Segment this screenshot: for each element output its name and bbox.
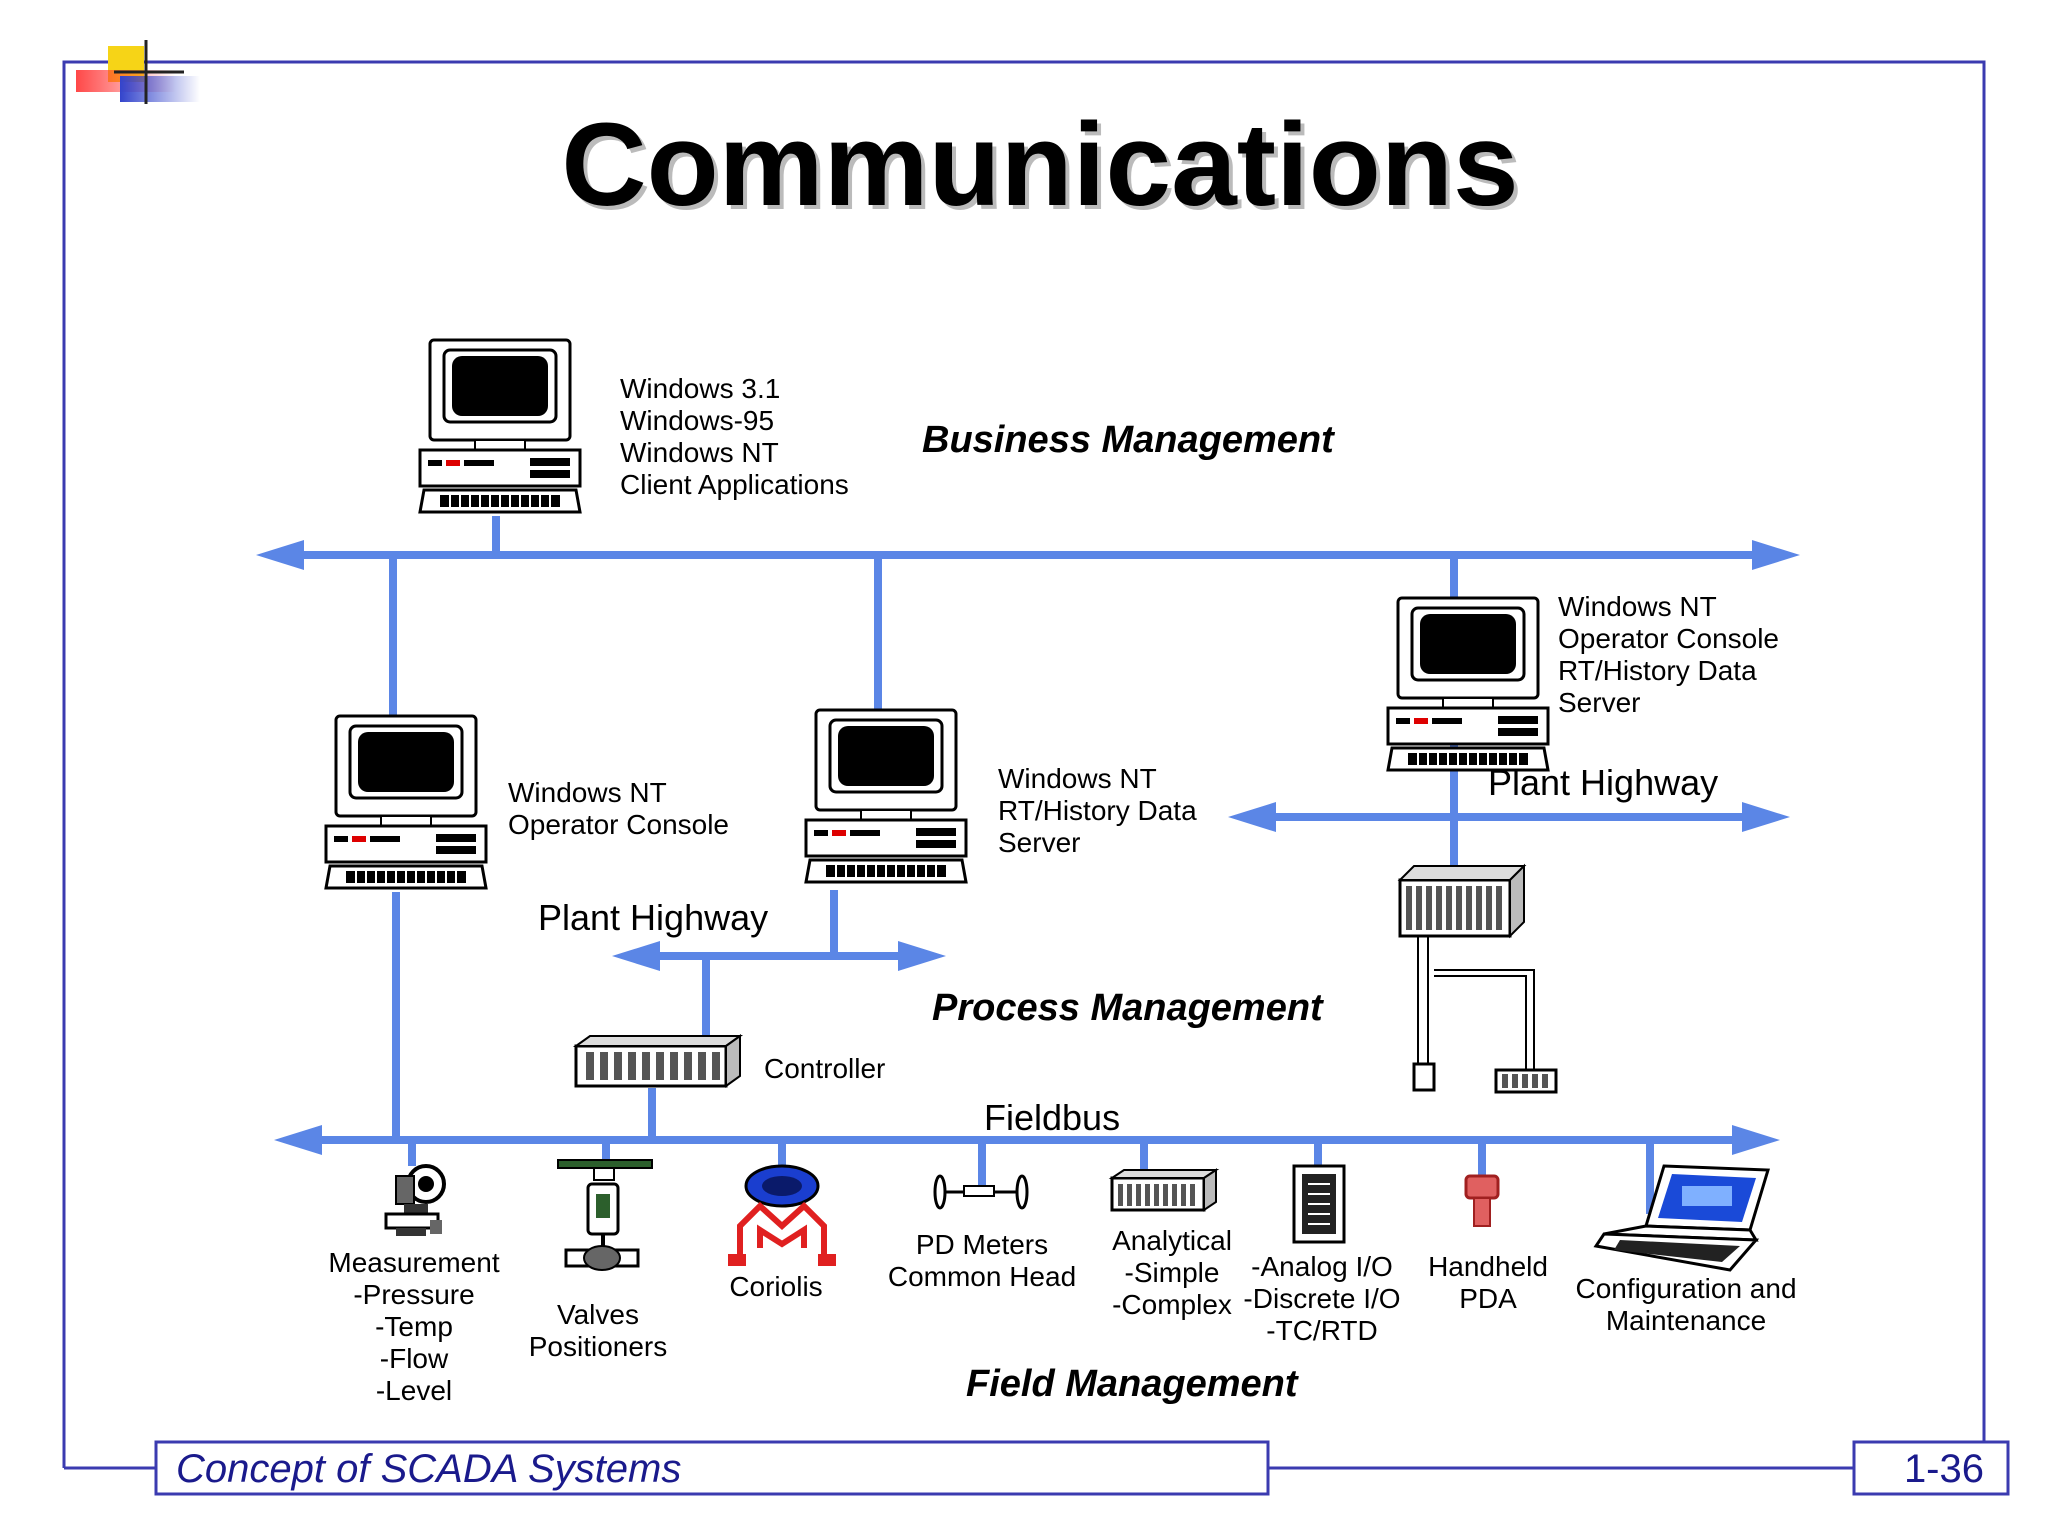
valves-label: Valves Positioners — [529, 1299, 668, 1362]
coriolis-meter-icon — [728, 1164, 836, 1266]
svg-text:-Complex: -Complex — [1112, 1289, 1232, 1320]
analytical-label: Analytical -Simple -Complex — [1112, 1225, 1232, 1320]
svg-text:Windows-95: Windows-95 — [620, 405, 774, 436]
measurement-label: Measurement -Pressure -Temp -Flow -Level — [328, 1247, 499, 1406]
valve-positioner-icon — [557, 1159, 653, 1271]
svg-text:-Simple: -Simple — [1125, 1257, 1220, 1288]
svg-text:Operator Console: Operator Console — [508, 809, 729, 840]
page-title: Communications — [561, 99, 1518, 231]
zone-field: Field Management — [966, 1363, 1299, 1405]
svg-text:Windows NT: Windows NT — [998, 763, 1157, 794]
svg-text:Windows NT: Windows NT — [1558, 591, 1717, 622]
svg-text:Windows 3.1: Windows 3.1 — [620, 373, 780, 404]
svg-text:Maintenance: Maintenance — [1606, 1305, 1766, 1336]
operator-console-pc: Windows NT Operator Console — [324, 714, 729, 890]
svg-text:Configuration and: Configuration and — [1575, 1273, 1796, 1304]
handheld-label: Handheld PDA — [1428, 1251, 1548, 1314]
zone-process: Process Management — [932, 987, 1324, 1029]
io-rack-right — [1397, 863, 1558, 1094]
laptop-icon — [1593, 1164, 1770, 1272]
zone-business: Business Management — [922, 419, 1335, 461]
combo-server-pc: Windows NT Operator Console RT/History D… — [1386, 591, 1779, 772]
fieldbus-label: Fieldbus — [984, 1097, 1120, 1138]
course-title: Concept of SCADA Systems — [176, 1447, 681, 1491]
svg-text:Handheld: Handheld — [1428, 1251, 1548, 1282]
svg-text:-Discrete I/O: -Discrete I/O — [1243, 1283, 1400, 1314]
io-label: -Analog I/O -Discrete I/O -TC/RTD — [1243, 1251, 1400, 1346]
svg-text:-Analog I/O: -Analog I/O — [1251, 1251, 1393, 1282]
network-lines — [256, 516, 1800, 1214]
io-module-icon — [1292, 1164, 1346, 1244]
svg-text:Windows NT: Windows NT — [508, 777, 667, 808]
svg-text:-Flow: -Flow — [380, 1343, 449, 1374]
svg-text:Common Head: Common Head — [888, 1261, 1076, 1292]
svg-text:RT/History Data: RT/History Data — [1558, 655, 1757, 686]
svg-text:Analytical: Analytical — [1112, 1225, 1232, 1256]
svg-text:Positioners: Positioners — [529, 1331, 668, 1362]
svg-text:Operator Console: Operator Console — [1558, 623, 1779, 654]
svg-text:Server: Server — [998, 827, 1080, 858]
pd-meters-label: PD Meters Common Head — [888, 1229, 1076, 1292]
handheld-pda-icon — [1464, 1174, 1500, 1227]
client-pc: Windows 3.1 Windows-95 Windows NT Client… — [418, 338, 849, 514]
svg-text:Valves: Valves — [557, 1299, 639, 1330]
svg-text:Controller: Controller — [764, 1053, 885, 1084]
svg-text:Client Applications: Client Applications — [620, 469, 849, 500]
svg-text:RT/History Data: RT/History Data — [998, 795, 1197, 826]
analytical-rack-icon — [1108, 1168, 1220, 1212]
controller-rack: Controller — [572, 1034, 885, 1088]
svg-text:PDA: PDA — [1459, 1283, 1517, 1314]
svg-text:-TC/RTD: -TC/RTD — [1266, 1315, 1377, 1346]
rt-server-pc: Windows NT RT/History Data Server — [804, 708, 1197, 884]
svg-text:Windows NT: Windows NT — [620, 437, 779, 468]
svg-text:-Pressure: -Pressure — [353, 1279, 474, 1310]
svg-text:-Level: -Level — [376, 1375, 452, 1406]
plant-highway-right-label: Plant Highway — [1488, 762, 1718, 803]
svg-text:-Temp: -Temp — [375, 1311, 453, 1342]
page-number: 1-36 — [1904, 1447, 1984, 1491]
pressure-transmitter-icon — [384, 1164, 446, 1236]
svg-text:PD Meters: PD Meters — [916, 1229, 1048, 1260]
svg-text:Measurement: Measurement — [328, 1247, 499, 1278]
footer: Concept of SCADA Systems 1-36 — [154, 1440, 2010, 1496]
plant-highway-left-label: Plant Highway — [538, 897, 768, 938]
coriolis-label: Coriolis — [729, 1271, 822, 1302]
pd-meter-icon — [933, 1174, 1029, 1210]
corner-logo — [76, 40, 200, 104]
svg-text:Server: Server — [1558, 687, 1640, 718]
slide-frame — [62, 60, 1986, 1470]
config-label: Configuration and Maintenance — [1575, 1273, 1796, 1336]
